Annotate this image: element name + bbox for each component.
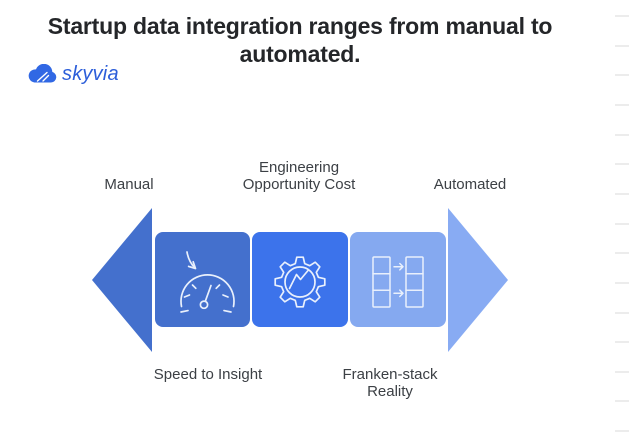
label-opportunity-cost: Opportunity Cost	[242, 176, 356, 193]
label-franken-stack: Franken-stack	[342, 366, 438, 383]
gear-chart-icon	[274, 256, 326, 308]
ruler-ticks	[615, 0, 630, 442]
box-speed-to-insight	[155, 232, 250, 327]
ruler-tick	[615, 370, 629, 373]
brand-logo: skyvia	[27, 63, 119, 86]
page-title-line1: Startup data integration ranges from man…	[47, 13, 553, 39]
label-reality: Reality	[367, 383, 413, 400]
ruler-tick	[615, 74, 629, 77]
label-manual: Manual	[104, 176, 154, 193]
brand-name: skyvia	[62, 63, 119, 85]
ruler-tick	[615, 311, 629, 314]
ruler-tick	[615, 400, 629, 403]
ruler-tick	[615, 15, 629, 17]
ruler-tick	[615, 163, 629, 166]
ruler-tick	[615, 192, 629, 195]
ruler-tick	[615, 222, 629, 225]
label-automated: Automated	[433, 176, 507, 193]
left-arrowhead	[92, 208, 152, 352]
label-franken-stack-reality: Franken-stack Reality	[342, 366, 437, 400]
box-engineering-opportunity-cost	[252, 232, 348, 327]
ruler-tick	[615, 252, 629, 255]
ruler-tick	[615, 281, 629, 284]
label-engineering-opportunity-cost: Engineering Opportunity Cost	[243, 159, 356, 193]
ruler-tick	[615, 44, 629, 47]
page-title-line2: automated.	[239, 41, 361, 67]
right-arrowhead	[448, 208, 508, 352]
label-speed-to-insight: Speed to Insight	[153, 366, 263, 383]
label-engineering: Engineering	[258, 159, 340, 176]
ruler-tick	[615, 133, 629, 136]
skyvia-cloud-icon	[28, 64, 57, 83]
table-mapping-icon	[372, 256, 424, 308]
gauge-decrease-icon	[180, 251, 235, 313]
page-title: Startup data integration ranges from man…	[0, 12, 600, 68]
ruler-tick	[615, 341, 629, 344]
box-franken-stack	[350, 232, 446, 327]
ruler-tick	[615, 430, 629, 433]
ruler-tick	[615, 103, 629, 106]
